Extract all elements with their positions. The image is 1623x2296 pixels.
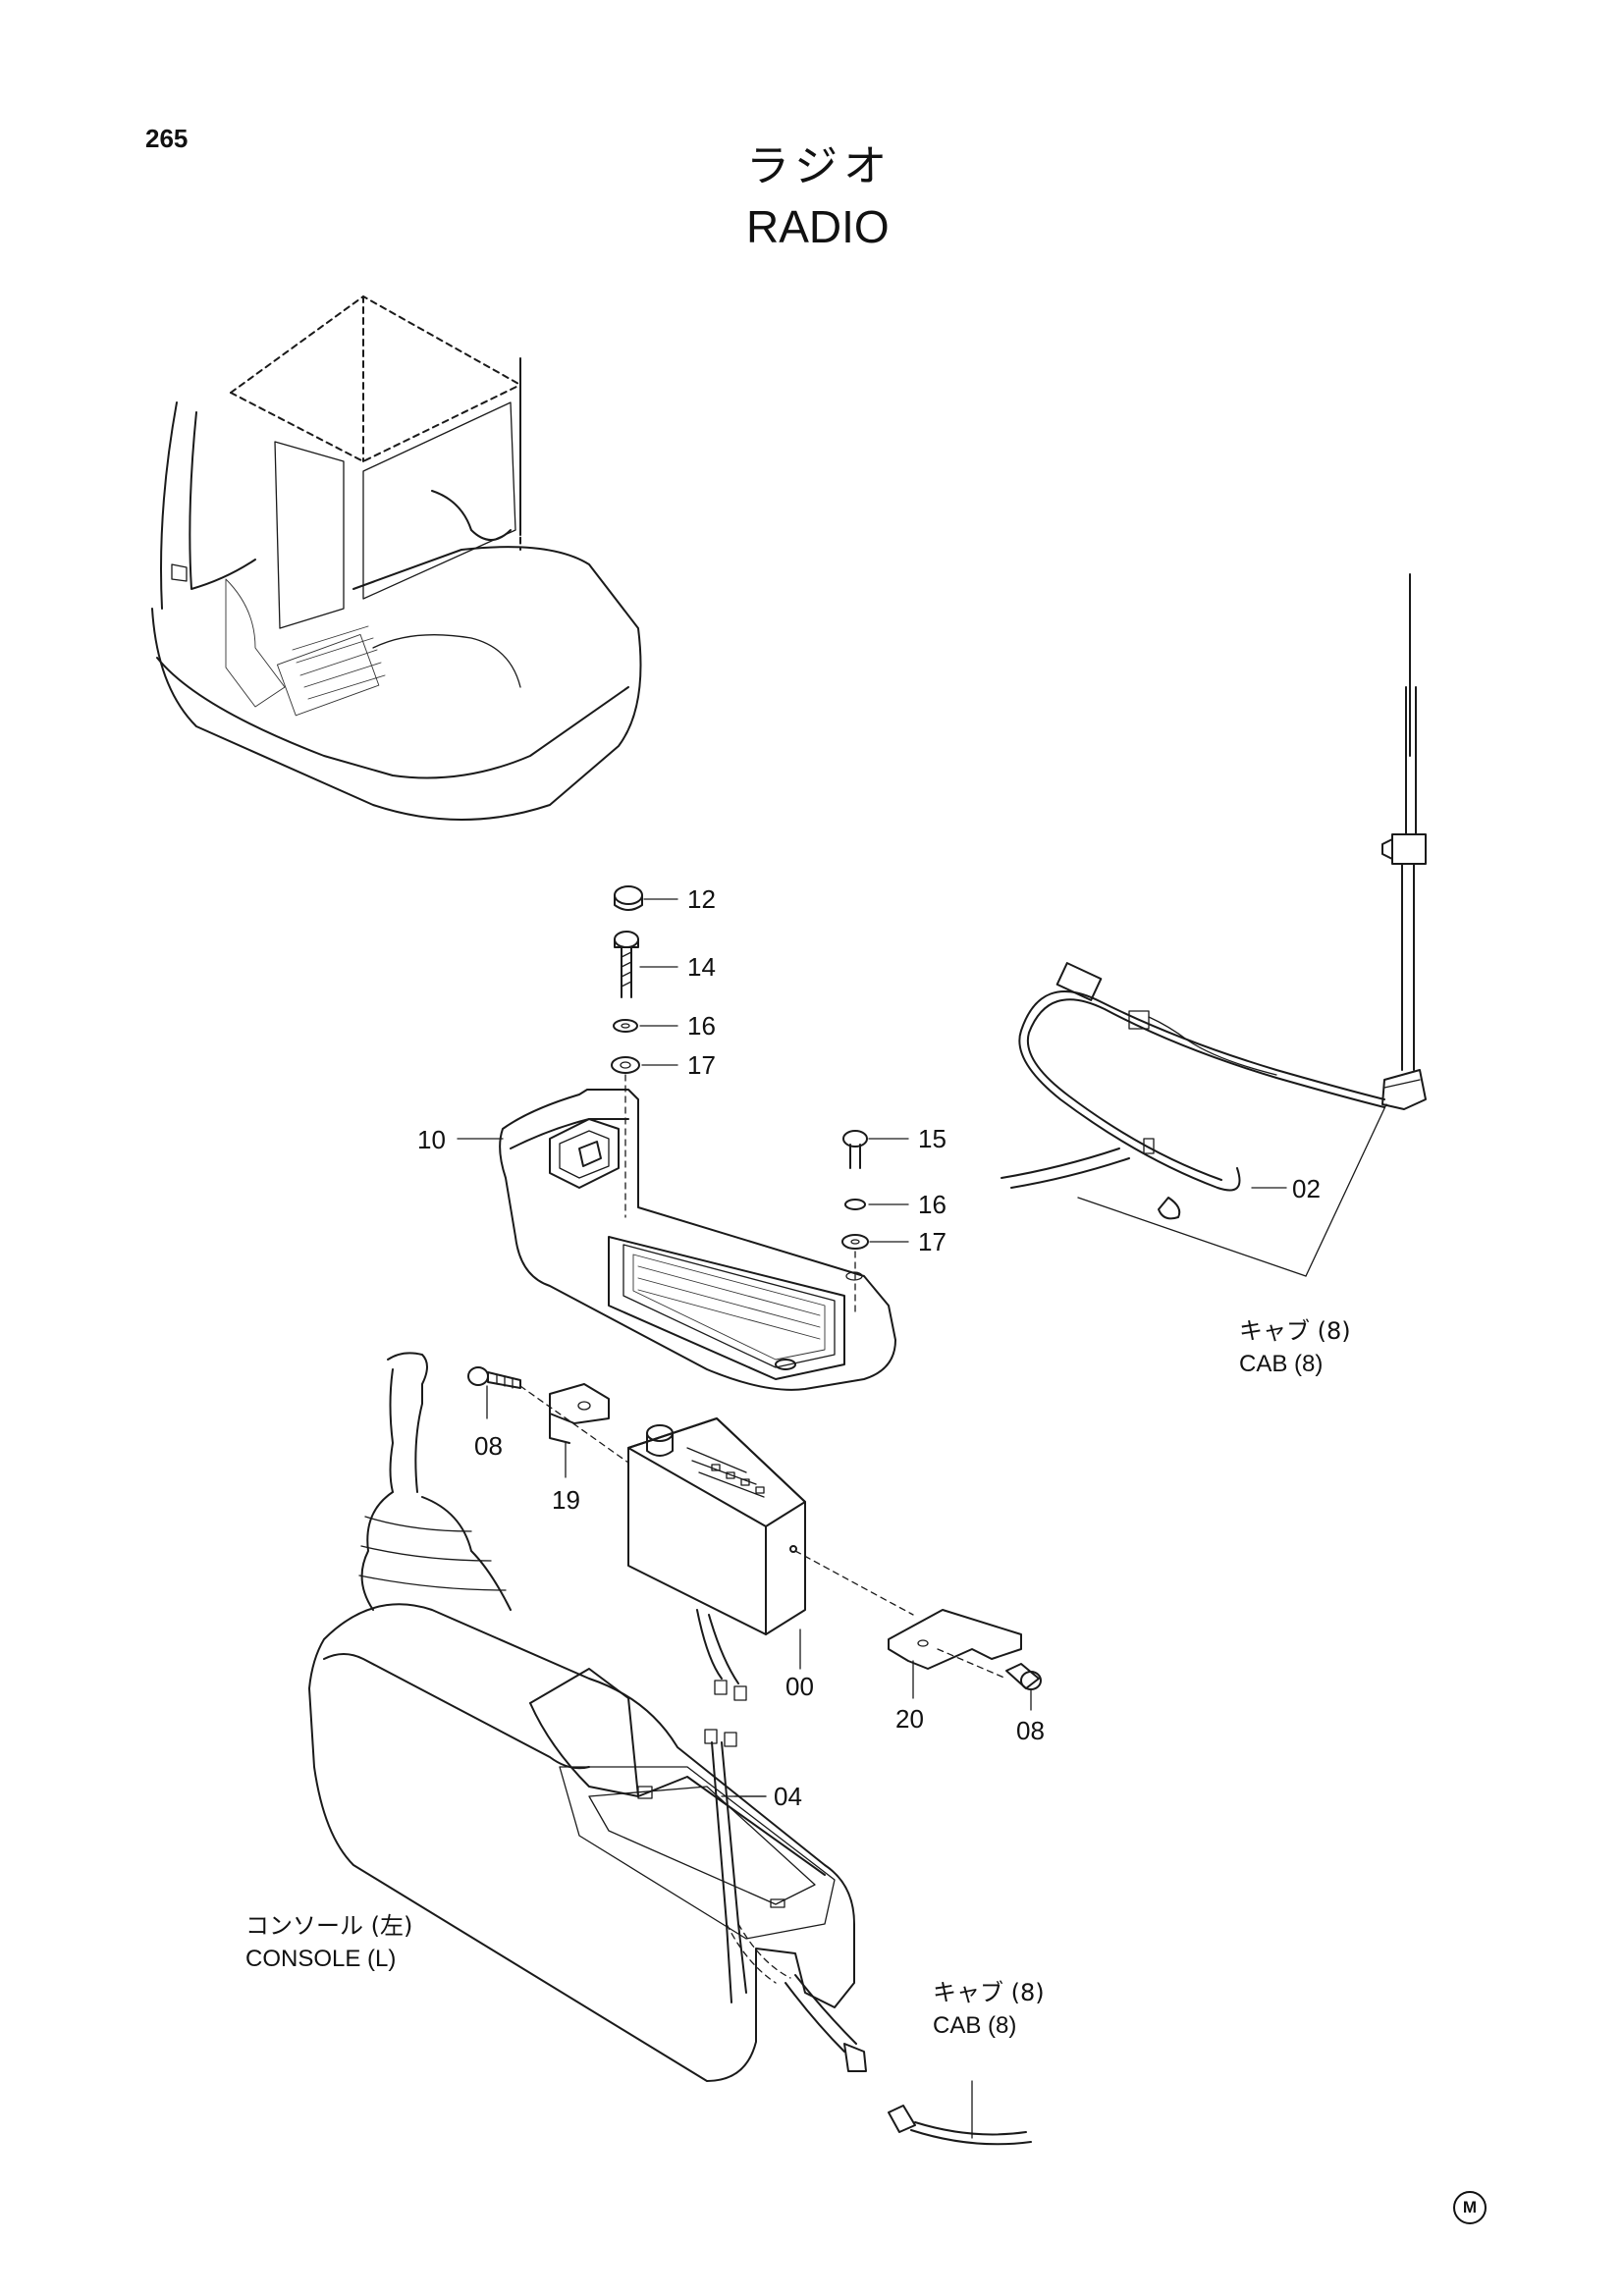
callout-17-lower: 17	[918, 1227, 947, 1256]
callout-04: 04	[774, 1782, 802, 1811]
title-japanese: ラジオ	[746, 141, 893, 191]
bracket-right-illustration	[888, 1609, 1042, 1711]
console-reference-en: CONSOLE (L)	[245, 1946, 397, 1972]
console-reference-jp: コンソール (左)	[245, 1912, 413, 1940]
page-number: 265	[145, 124, 189, 153]
bracket-illustration	[467, 1366, 629, 1478]
cab-reference-jp-cable: キャブ (8)	[933, 1979, 1045, 2006]
hardware-stack-illustration	[611, 885, 678, 1218]
cab-reference-en-antenna: CAB (8)	[1239, 1351, 1324, 1377]
callout-14: 14	[687, 952, 716, 982]
callout-20: 20	[895, 1704, 924, 1734]
callout-02: 02	[1292, 1174, 1321, 1203]
callout-17-upper: 17	[687, 1050, 716, 1080]
callout-15: 15	[918, 1124, 947, 1153]
callout-19: 19	[552, 1485, 580, 1515]
cab-overview-illustration	[151, 295, 642, 821]
cab-reference-jp-antenna: キャブ (8)	[1239, 1317, 1351, 1345]
circled-m-mark: M	[1453, 2191, 1487, 2224]
console-illustration	[308, 1352, 1032, 2146]
callout-16-upper: 16	[687, 1011, 716, 1041]
radio-unit-illustration	[627, 1417, 914, 1701]
callout-00: 00	[785, 1672, 814, 1701]
callout-16-lower: 16	[918, 1190, 947, 1219]
antenna-illustration	[1001, 573, 1427, 1277]
callout-08-right: 08	[1016, 1716, 1045, 1745]
callout-10: 10	[417, 1125, 446, 1154]
callout-12: 12	[687, 884, 716, 914]
callout-08-left: 08	[474, 1431, 503, 1461]
hardware-stack-right-illustration	[841, 1130, 909, 1316]
cab-reference-en-cable: CAB (8)	[933, 2012, 1017, 2039]
title-english: RADIO	[746, 201, 890, 252]
console-cover-illustration	[457, 1089, 896, 1391]
